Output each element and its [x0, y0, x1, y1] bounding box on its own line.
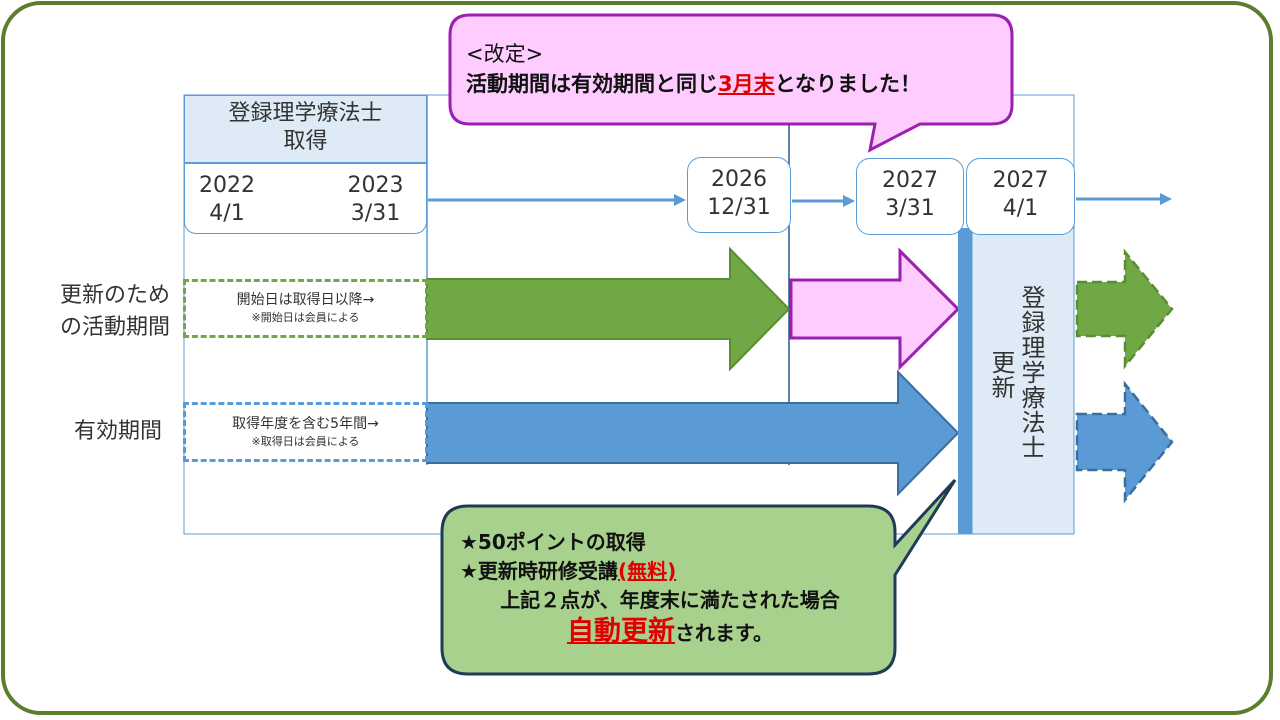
renewal-subtitle: 更新	[987, 350, 1015, 400]
top-callout-emphasis: 3月末	[718, 72, 775, 96]
date-2023-year: 2023	[347, 173, 404, 198]
renewal-box	[971, 227, 1075, 535]
date-2026-day: 12/31	[707, 195, 771, 220]
date-box-2027-end: 2027 3/31	[856, 158, 964, 235]
top-callout-text: <改定> 活動期間は有効期間と同じ3月末となりました！	[466, 39, 1006, 99]
date-box-2026: 2026 12/31	[687, 157, 791, 233]
validity-arrow	[426, 369, 960, 497]
date-2027-start-year: 2027	[992, 168, 1049, 193]
validity-continue-arrow	[1075, 380, 1174, 504]
top-callout-line1: <改定>	[466, 42, 544, 66]
activity-label-line2: の活動期間	[59, 315, 170, 340]
revised-activity-arrow	[789, 247, 961, 371]
date-2022-year: 2022	[199, 173, 255, 198]
top-callout-line2-pre: 活動期間は有効期間と同じ	[466, 72, 718, 96]
top-callout-line2-post: となりました！	[774, 72, 921, 96]
valid-note-sub: ※取得日は会員による	[251, 435, 360, 448]
bottom-callout-line3: 上記２点が、年度末に満たされた場合	[500, 588, 840, 612]
bottom-callout-line1: ★50ポイントの取得	[460, 530, 646, 554]
bottom-callout-line2-pre: ★更新時研修受講	[460, 559, 618, 583]
date-box-2022-2023	[184, 163, 427, 234]
date-2027-end-day: 3/31	[885, 196, 935, 221]
valid-note-box: 取得年度を含む5年間→ ※取得日は会員による	[183, 402, 428, 462]
auto-renewal-emphasis: 自動更新	[567, 616, 675, 647]
valid-note-main: 取得年度を含む5年間→	[232, 416, 379, 432]
bottom-callout-line4-post: されます。	[675, 621, 773, 645]
valid-label: 有効期間	[73, 419, 162, 444]
activity-arrow	[426, 246, 791, 372]
date-2026-year: 2026	[711, 167, 767, 192]
registration-header: 登録理学療法士 取得	[184, 95, 427, 163]
activity-note-main: 開始日は取得日以降→	[236, 292, 375, 308]
date-2027-start-day: 4/1	[1002, 196, 1039, 221]
date-2022-day: 4/1	[209, 201, 245, 226]
activity-continue-arrow	[1075, 248, 1174, 370]
date-2023: 2023 3/31	[338, 172, 413, 228]
top-callout-line2: 活動期間は有効期間と同じ3月末となりました！	[466, 69, 1006, 99]
date-2027-end-year: 2027	[882, 168, 938, 193]
bottom-callout-shape	[440, 478, 957, 676]
valid-row-label: 有効期間	[30, 416, 162, 448]
activity-note-box: 開始日は取得日以降→ ※開始日は会員による	[183, 279, 428, 338]
bottom-callout-line4: 自動更新されます。	[460, 617, 880, 648]
activity-label-line1: 更新のため	[59, 283, 170, 308]
bottom-callout-line2: ★更新時研修受講(無料)	[460, 557, 880, 586]
renewal-bar	[958, 228, 972, 534]
renewal-title: 登録理学療法士	[1017, 285, 1045, 460]
date-2022: 2022 4/1	[192, 172, 262, 228]
date-2023-day: 3/31	[350, 201, 401, 226]
activity-note-sub: ※開始日は会員による	[251, 311, 360, 324]
header-line2: 取得	[283, 129, 328, 154]
date-box-2027-start: 2027 4/1	[966, 158, 1075, 235]
bottom-callout-text: ★50ポイントの取得 ★更新時研修受講(無料) 上記２点が、年度末に満たされた場…	[460, 528, 880, 648]
bottom-callout-free: (無料)	[617, 559, 677, 583]
activity-row-label: 更新のため の活動期間	[30, 280, 170, 344]
top-callout-shape	[448, 13, 1014, 153]
header-line1: 登録理学療法士	[228, 101, 383, 126]
